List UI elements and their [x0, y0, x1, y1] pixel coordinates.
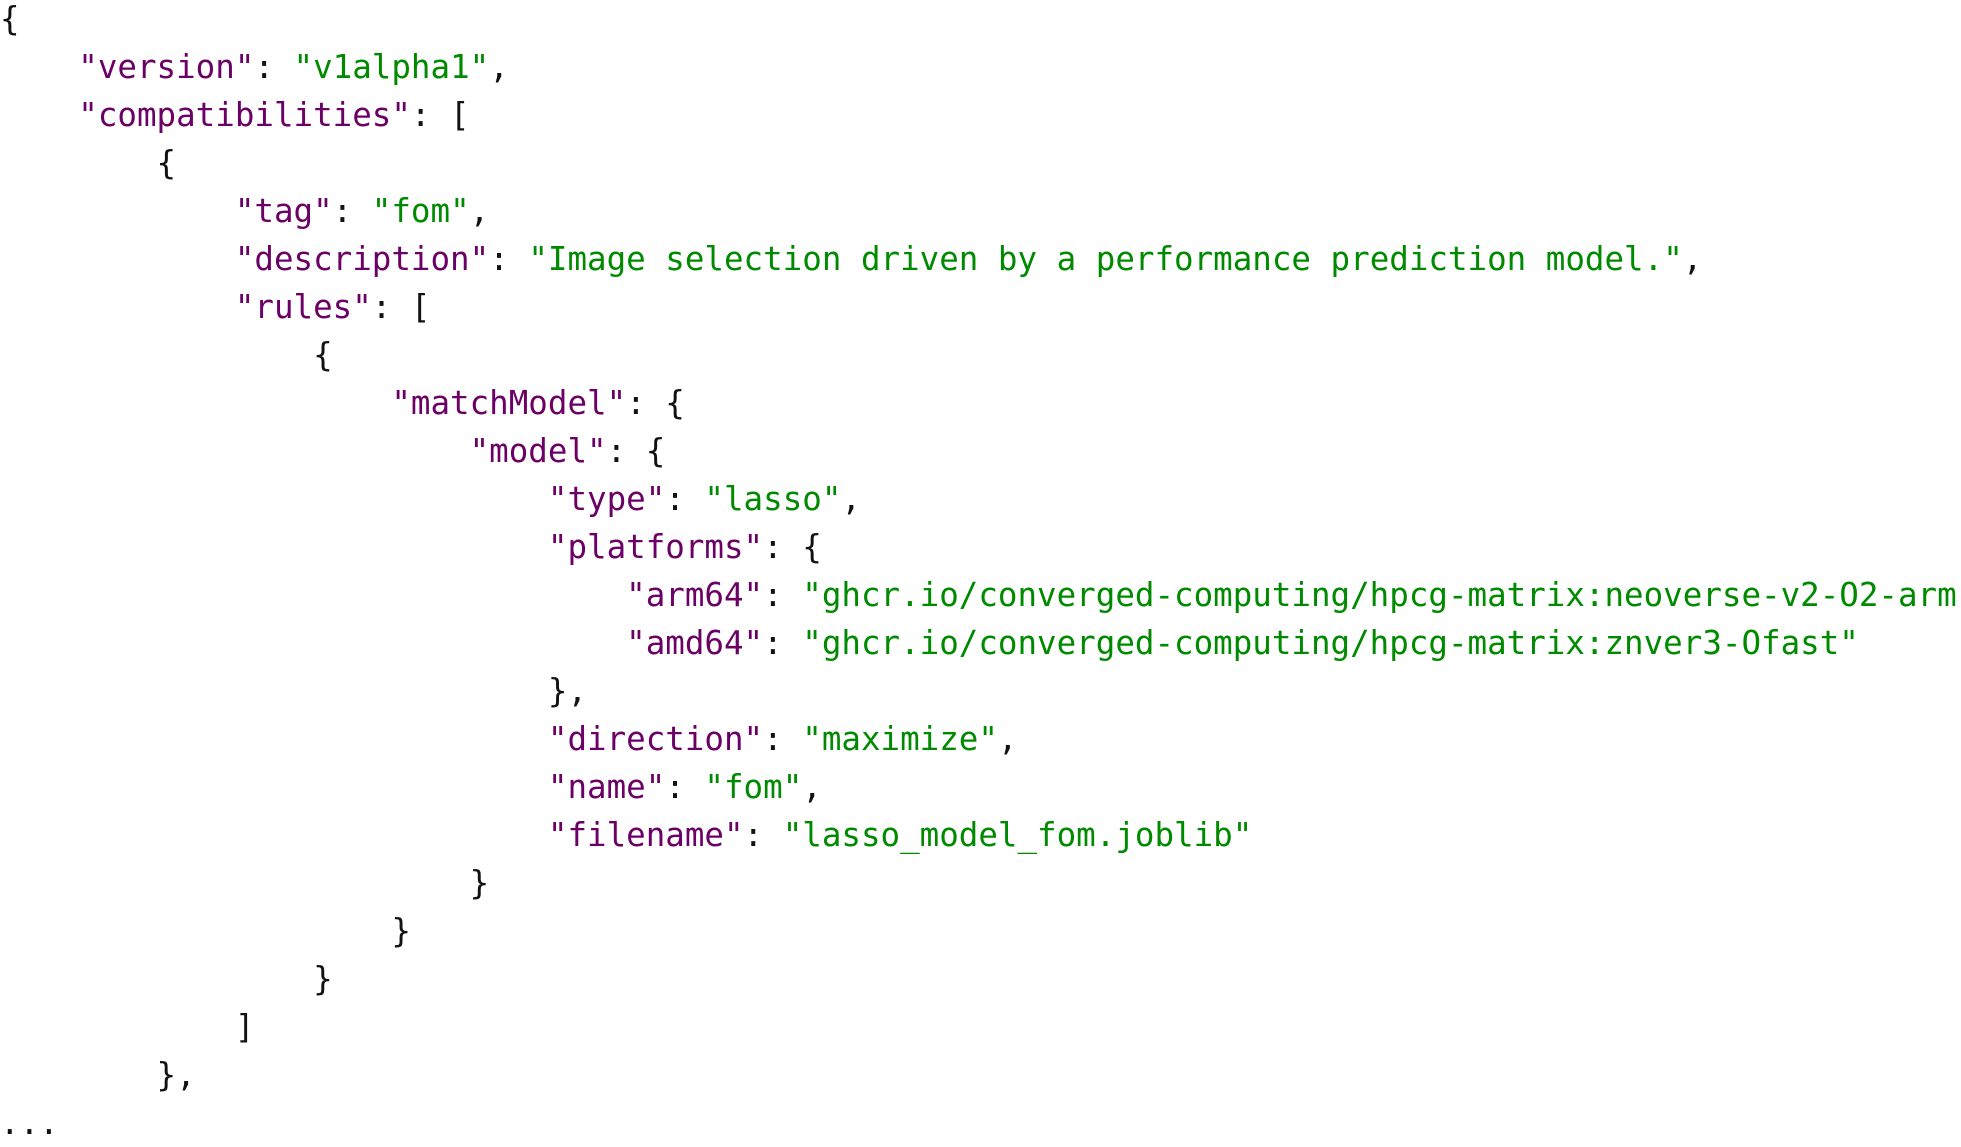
json-punctuation: : [: [371, 288, 431, 326]
code-line: ...: [0, 1099, 1961, 1147]
json-string-value: "lasso": [704, 480, 842, 518]
code-line: "compatibilities": [: [0, 91, 1961, 139]
json-key: "matchModel": [391, 384, 627, 422]
code-line: "rules": [: [0, 283, 1961, 331]
json-string-value: "v1alpha1": [293, 48, 490, 86]
code-line: }: [0, 907, 1961, 955]
json-punctuation: :: [743, 816, 783, 854]
json-key: "description": [234, 240, 490, 278]
json-key: "direction": [547, 720, 764, 758]
json-string-value: "ghcr.io/converged-computing/hpcg-matrix…: [802, 576, 1961, 614]
code-line: ]: [0, 1003, 1961, 1051]
json-punctuation: }: [469, 864, 490, 902]
json-key: "rules": [234, 288, 372, 326]
json-punctuation: :: [763, 720, 803, 758]
json-punctuation: ,: [1682, 240, 1703, 278]
json-punctuation: :: [489, 240, 529, 278]
json-punctuation: },: [156, 1056, 196, 1094]
json-punctuation: :: [332, 192, 372, 230]
code-line: {: [0, 0, 1961, 43]
json-punctuation: : {: [626, 384, 685, 422]
json-punctuation: }: [391, 912, 411, 950]
json-key: "type": [547, 480, 666, 518]
code-line: "arm64": "ghcr.io/converged-computing/hp…: [0, 571, 1961, 619]
json-punctuation: :: [254, 48, 294, 86]
json-key: "filename": [547, 816, 744, 854]
json-key: "version": [78, 48, 255, 86]
code-line: }: [0, 955, 1961, 1003]
json-punctuation: : {: [763, 528, 822, 566]
code-line: "tag": "fom",: [0, 187, 1961, 235]
code-line: "model": {: [0, 427, 1961, 475]
code-line: {: [0, 331, 1961, 379]
json-punctuation: {: [313, 336, 333, 374]
code-line: "name": "fom",: [0, 763, 1961, 811]
json-string-value: "Image selection driven by a performance…: [528, 240, 1683, 278]
json-string-value: "fom": [371, 192, 470, 230]
code-line: {: [0, 139, 1961, 187]
json-punctuation: :: [763, 624, 803, 662]
json-string-value: "maximize": [802, 720, 998, 758]
json-punctuation: :: [665, 768, 705, 806]
json-key: "compatibilities": [78, 96, 411, 134]
json-string-value: "ghcr.io/converged-computing/hpcg-matrix…: [802, 624, 1859, 662]
json-key: "platforms": [547, 528, 764, 566]
json-punctuation: ,: [489, 48, 509, 86]
json-key: "model": [469, 432, 607, 470]
json-key: "name": [547, 768, 666, 806]
json-punctuation: ,: [841, 480, 861, 518]
code-line: "type": "lasso",: [0, 475, 1961, 523]
code-line: "direction": "maximize",: [0, 715, 1961, 763]
json-punctuation: ...: [0, 1104, 59, 1142]
json-key: "tag": [234, 192, 333, 230]
code-line: "version": "v1alpha1",: [0, 43, 1961, 91]
json-punctuation: }: [313, 960, 333, 998]
json-punctuation: :: [763, 576, 803, 614]
code-line: "description": "Image selection driven b…: [0, 235, 1961, 283]
json-key: "arm64": [626, 576, 764, 614]
code-line: "matchModel": {: [0, 379, 1961, 427]
json-punctuation: {: [0, 0, 20, 38]
code-line: "platforms": {: [0, 523, 1961, 571]
code-line: "amd64": "ghcr.io/converged-computing/hp…: [0, 619, 1961, 667]
code-line: }: [0, 859, 1961, 907]
json-punctuation: {: [156, 144, 177, 182]
json-key: "amd64": [626, 624, 764, 662]
json-punctuation: : {: [606, 432, 666, 470]
code-line: "filename": "lasso_model_fom.joblib": [0, 811, 1961, 859]
json-punctuation: },: [547, 672, 588, 710]
json-punctuation: : [: [410, 96, 470, 134]
json-punctuation: :: [665, 480, 705, 518]
json-punctuation: ,: [997, 720, 1018, 758]
json-string-value: "fom": [704, 768, 803, 806]
json-punctuation: ,: [802, 768, 822, 806]
json-string-value: "lasso_model_fom.joblib": [782, 816, 1253, 854]
code-line: },: [0, 1051, 1961, 1099]
json-punctuation: ]: [234, 1008, 255, 1046]
json-punctuation: ,: [469, 192, 490, 230]
code-line: },: [0, 667, 1961, 715]
